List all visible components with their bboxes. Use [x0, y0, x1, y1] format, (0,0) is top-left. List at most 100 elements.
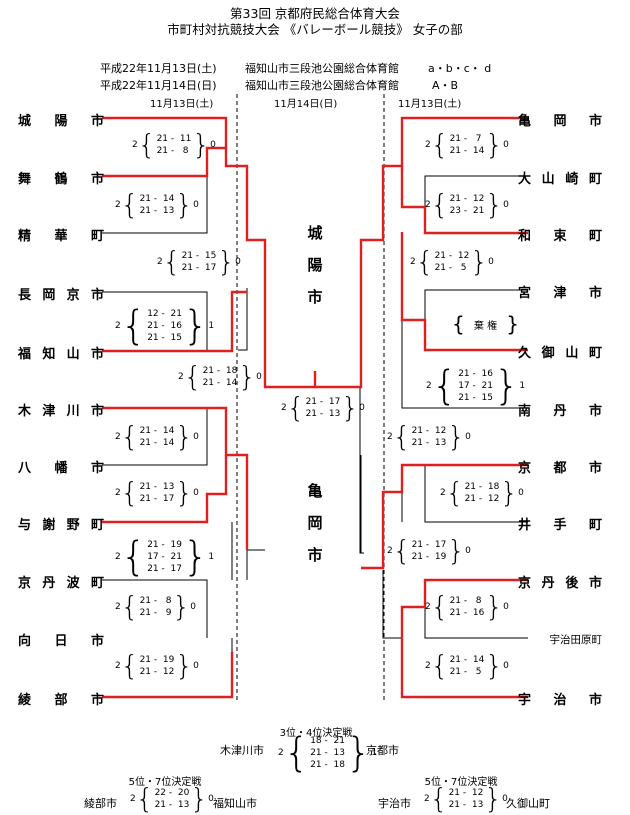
- score-fifth-right-set-2: 21 - 13: [448, 800, 484, 810]
- score-r5-sets-won: 2: [387, 432, 393, 442]
- score-r6-set-2: 21 - 12: [464, 494, 500, 504]
- finalist-top-char-1: 城: [307, 224, 323, 242]
- left-team-2: 舞 鶴 市: [18, 172, 104, 187]
- score-l3-set-1: 21 - 15: [181, 251, 217, 261]
- score-r2-sets-won: 2: [425, 200, 431, 210]
- score-l1-brace-close: }: [192, 128, 211, 161]
- score-fifth-left-brace-close: }: [190, 782, 209, 815]
- score-r5-brace-close: }: [447, 420, 466, 453]
- score-r2-brace-open: {: [430, 188, 449, 221]
- score-third-place-set-2: 21 - 13: [310, 748, 345, 758]
- venue-1-date: 平成22年11月13日(土): [100, 62, 217, 75]
- score-r1-set-2: 21 - 14: [449, 146, 485, 156]
- score-l4-set-1: 12 - 21: [147, 309, 182, 319]
- score-r4-sets-lost: 1: [519, 381, 526, 391]
- score-r4-set-1: 21 - 16: [458, 369, 493, 379]
- third-place-label: 3位・4位決定戦: [279, 728, 353, 739]
- score-r2-set-1: 21 - 12: [449, 194, 485, 204]
- score-r3-set-2: 21 - 5: [434, 263, 467, 273]
- score-r1-brace-open: {: [430, 128, 449, 161]
- round-date-left: 11月13日(土): [150, 99, 214, 110]
- finalist-bottom-char-1: 亀: [307, 482, 323, 500]
- venue-2-place: 福知山市三段池公園総合体育館: [245, 79, 399, 92]
- score-r7-brace-close: }: [447, 534, 466, 567]
- score-fifth-right-brace-close: }: [484, 782, 503, 815]
- score-r3-set-1: 21 - 12: [434, 251, 470, 261]
- score-l3-set-2: 21 - 17: [181, 263, 217, 273]
- score-l8-set-1: 21 - 19: [147, 540, 182, 550]
- score-l7-set-1: 21 - 13: [139, 482, 175, 492]
- score-l3-brace-close: }: [217, 245, 236, 278]
- venue-2-courts: A・B: [432, 79, 459, 92]
- score-l8-sets-lost: 1: [208, 552, 215, 562]
- score-l2-set-2: 21 - 13: [139, 206, 175, 216]
- score-r6-sets-won: 2: [440, 488, 446, 498]
- score-l8-set-2: 17 - 21: [147, 552, 182, 562]
- score-l2-brace-open: {: [120, 188, 139, 221]
- score-r8-set-1: 21 - 8: [449, 596, 482, 606]
- score-l1-set-2: 21 - 8: [156, 146, 189, 156]
- score-l6-sets-won: 2: [115, 432, 121, 442]
- score-l3-sets-won: 2: [157, 257, 163, 267]
- score-l9-brace-close: }: [172, 590, 191, 623]
- left-team-7: 八 幡 市: [18, 461, 104, 476]
- score-l4-sets-lost: 1: [208, 321, 215, 331]
- left-team-6: 木津川市: [18, 404, 104, 419]
- score-l10-brace-open: {: [120, 649, 139, 682]
- score-l5-brace-close: }: [238, 360, 257, 393]
- fifth-right-left-team: 宇治市: [378, 797, 411, 810]
- score-r8-brace-open: {: [430, 590, 449, 623]
- score-r9-set-2: 21 - 5: [449, 667, 482, 677]
- score-l4-set-2: 21 - 16: [147, 321, 182, 331]
- score-r9-brace-close: }: [485, 649, 504, 682]
- score-r7-set-2: 21 - 19: [411, 552, 447, 562]
- right-team-10: 宇治田原町: [549, 634, 603, 646]
- score-fifth-right-brace-open: {: [429, 782, 448, 815]
- score-r4-brace-open: {: [431, 363, 458, 409]
- score-l7-brace-close: }: [175, 476, 194, 509]
- score-r3-brace-close: }: [470, 245, 489, 278]
- score-third-place-brace-close: }: [345, 730, 372, 776]
- score-l1-set-1: 21 - 11: [156, 134, 192, 144]
- finalist-top-char-2: 陽: [307, 256, 323, 274]
- score-third-place-brace-open: {: [283, 730, 310, 776]
- score-r8-brace-close: }: [485, 590, 504, 623]
- score-l10-brace-close: }: [175, 649, 194, 682]
- score-r4-brace-close: }: [493, 363, 520, 409]
- score-third-place-set-3: 21 - 18: [310, 760, 345, 770]
- score-l4-set-3: 21 - 15: [147, 333, 182, 343]
- score-r2-set-2: 23 - 21: [449, 206, 485, 216]
- score-l2-sets-lost: 0: [193, 200, 199, 210]
- right-team-9: 京丹後市: [518, 576, 602, 591]
- right-team-1: 亀 岡 市: [518, 114, 602, 129]
- score-r3-sets-lost: 0: [488, 257, 494, 267]
- score-l7-sets-lost: 0: [193, 488, 199, 498]
- score-l8-set-3: 21 - 17: [147, 564, 182, 574]
- score-l9-sets-lost: 0: [190, 602, 196, 612]
- score-final-brace-close: }: [341, 391, 360, 424]
- score-r5-sets-lost: 0: [465, 432, 471, 442]
- fifth-right-label: 5位・7位決定戦: [424, 777, 498, 788]
- round-date-center: 11月14日(日): [274, 99, 338, 110]
- score-r5-brace-open: {: [392, 420, 411, 453]
- score-l1-sets-won: 2: [132, 140, 138, 150]
- fifth-right-right-team: 久御山町: [506, 797, 550, 810]
- score-l4-brace-close: }: [182, 303, 209, 349]
- left-team-5: 福知山市: [18, 347, 104, 362]
- score-r9-sets-won: 2: [425, 661, 431, 671]
- score-final-set-2: 21 - 13: [305, 409, 341, 419]
- score-l10-set-2: 21 - 12: [139, 667, 175, 677]
- score-r6-brace-open: {: [445, 476, 464, 509]
- right-team-4: 宮 津 市: [518, 286, 602, 301]
- score-r6-set-1: 21 - 18: [464, 482, 500, 492]
- left-team-10: 向 日 市: [18, 634, 104, 649]
